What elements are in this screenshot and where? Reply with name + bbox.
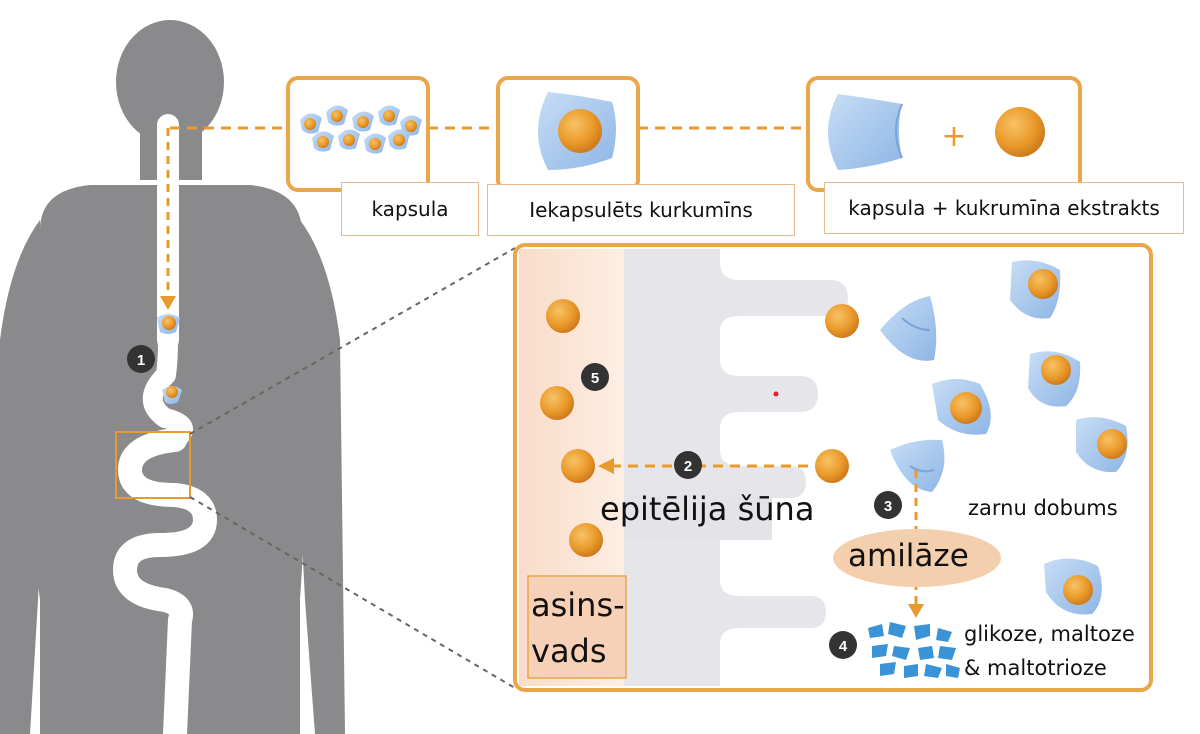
label-capsule: kapsula	[341, 182, 479, 236]
intestine-zoom-box	[115, 431, 191, 499]
label-intestinal-lumen: zarnu dobums	[968, 496, 1118, 520]
step-marker-2: 2	[674, 451, 702, 479]
label-encapsulated-text: Iekapsulēts kurkumīns	[529, 198, 753, 222]
label-capsule-plus-extract-text: kapsula + kukrumīna ekstrakts	[848, 196, 1160, 220]
zoom-line-bottom	[189, 496, 516, 689]
label-capsule-text: kapsula	[371, 197, 449, 221]
label-amylase: amilāze	[848, 538, 969, 574]
swallowed-capsules	[157, 314, 182, 404]
empty-capsule-cup	[890, 439, 945, 492]
absorption-arrow-head	[598, 458, 614, 474]
encapsulated-particle	[932, 379, 991, 435]
plus-sign: +	[941, 119, 966, 154]
step-number: 3	[884, 498, 892, 515]
step-number: 1	[137, 352, 145, 369]
body-silhouette	[0, 20, 345, 734]
label-encapsulated: Iekapsulēts kurkumīns	[487, 184, 795, 236]
blood-vessel-label-box	[527, 575, 627, 679]
sugar-fragments	[868, 622, 960, 678]
step-number: 5	[591, 370, 599, 387]
capsule-cluster	[300, 105, 422, 154]
amylase-bubble	[833, 529, 1001, 587]
encapsulated-particle	[538, 92, 616, 170]
label-sugars-line1: glikoze, maltoze	[964, 622, 1135, 646]
label-blood-vessel-line1: asins-	[531, 586, 625, 624]
step-number: 4	[839, 638, 848, 655]
zoom-line-top	[189, 247, 516, 435]
empty-capsule-cup	[880, 296, 937, 361]
empty-capsule	[828, 94, 903, 170]
label-capsule-plus-extract: kapsula + kukrumīna ekstrakts	[824, 182, 1184, 234]
marker-dot	[773, 391, 779, 397]
curcumin-ball	[540, 386, 574, 420]
encapsulated-particle	[1044, 558, 1102, 615]
epithelial-label-bg	[624, 494, 772, 540]
curcumin-ball	[546, 299, 580, 333]
curcumin-ball	[815, 449, 849, 483]
label-blood-vessel-line2: vads	[531, 632, 607, 670]
curcumin-ball	[825, 304, 859, 338]
curcumin-ball	[569, 523, 603, 557]
swallow-arrow-head	[160, 296, 176, 310]
amylase-arrow-head	[908, 604, 924, 618]
curcumin-extract-ball	[995, 107, 1045, 157]
encapsulated-particle	[1010, 260, 1061, 319]
curcumin-ball	[561, 449, 595, 483]
label-sugars-line2: & maltotrioze	[964, 656, 1107, 680]
step-marker-5: 5	[581, 363, 609, 391]
encapsulated-particle	[1076, 417, 1128, 473]
step-marker-4: 4	[829, 631, 857, 659]
step-marker-3: 3	[874, 491, 902, 519]
step-number: 2	[684, 458, 692, 475]
step-marker-1: 1	[127, 345, 155, 373]
encapsulated-particle	[1028, 351, 1081, 407]
label-epithelial-cell: epitēlija šūna	[600, 490, 815, 528]
